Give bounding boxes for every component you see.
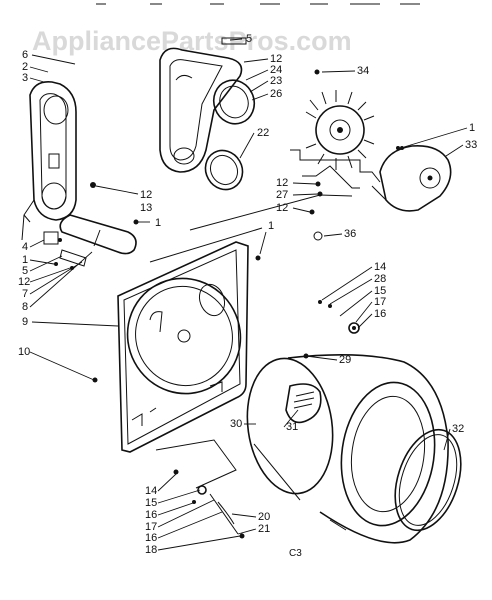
part-callout-1c: 1 <box>268 220 274 232</box>
rear-bulkhead-panel <box>117 241 249 453</box>
motor-assembly <box>371 144 452 212</box>
part-callout-24: 24 <box>270 64 282 76</box>
part-callout-6: 6 <box>22 49 28 61</box>
part-callout-23: 23 <box>270 75 282 87</box>
part-callout-14a: 14 <box>374 261 386 273</box>
part-callout-3: 3 <box>22 72 28 84</box>
part-callout-17a: 17 <box>374 296 386 308</box>
part-callout-21: 21 <box>258 523 270 535</box>
part-callout-28: 28 <box>374 273 386 285</box>
part-callout-36: 36 <box>344 228 356 240</box>
part-callout-16a: 16 <box>374 308 386 320</box>
part-callout-27: 27 <box>276 189 288 201</box>
part-callout-13: 13 <box>140 202 152 214</box>
part-callout-32: 32 <box>452 423 464 435</box>
blower-housing <box>159 37 247 173</box>
part-callout-17b: 17 <box>145 521 157 533</box>
part-callout-10: 10 <box>18 346 30 358</box>
part-callout-5: 5 <box>246 33 252 45</box>
part-callout-12a: 12 <box>270 53 282 65</box>
part-callout-20: 20 <box>258 511 270 523</box>
callout-leaders <box>29 38 468 551</box>
part-callout-7: 7 <box>22 288 28 300</box>
blower-wheel <box>305 90 375 170</box>
part-callout-1a: 1 <box>469 122 475 134</box>
left-hardware <box>43 182 139 270</box>
drum-seal <box>394 428 462 532</box>
part-callout-9: 9 <box>22 316 28 328</box>
part-callout-26: 26 <box>270 88 282 100</box>
part-callout-2: 2 <box>22 61 28 73</box>
part-callout-16c: 16 <box>145 532 157 544</box>
page-code: C3 <box>289 548 302 559</box>
part-callout-5b: 5 <box>22 265 28 277</box>
blower-seals <box>204 79 256 191</box>
part-callout-30: 30 <box>230 418 242 430</box>
part-callout-14b: 14 <box>145 485 157 497</box>
front-duct-panel <box>21 80 77 241</box>
part-callout-15a: 15 <box>374 285 386 297</box>
belt-routing <box>149 149 381 263</box>
part-callout-33: 33 <box>465 139 477 151</box>
part-callout-15b: 15 <box>145 497 157 509</box>
center-fasteners <box>255 69 400 261</box>
part-callout-12e: 12 <box>18 276 30 288</box>
part-callout-31: 31 <box>286 421 298 433</box>
part-callout-1b: 1 <box>155 217 161 229</box>
duct-tube <box>59 214 137 255</box>
part-callout-12c: 12 <box>276 177 288 189</box>
drum <box>246 354 449 544</box>
part-callout-34: 34 <box>357 65 369 77</box>
part-callout-29: 29 <box>339 354 351 366</box>
part-callout-1d: 1 <box>22 254 28 266</box>
part-callout-22: 22 <box>257 127 269 139</box>
part-callout-18: 18 <box>145 544 157 556</box>
part-callout-8: 8 <box>22 301 28 313</box>
part-callout-12b: 12 <box>140 189 152 201</box>
part-callout-4: 4 <box>22 241 28 253</box>
lower-hardware <box>155 439 245 539</box>
part-callout-16b: 16 <box>145 509 157 521</box>
part-callout-12d: 12 <box>276 202 288 214</box>
bearing-hardware <box>318 300 360 334</box>
